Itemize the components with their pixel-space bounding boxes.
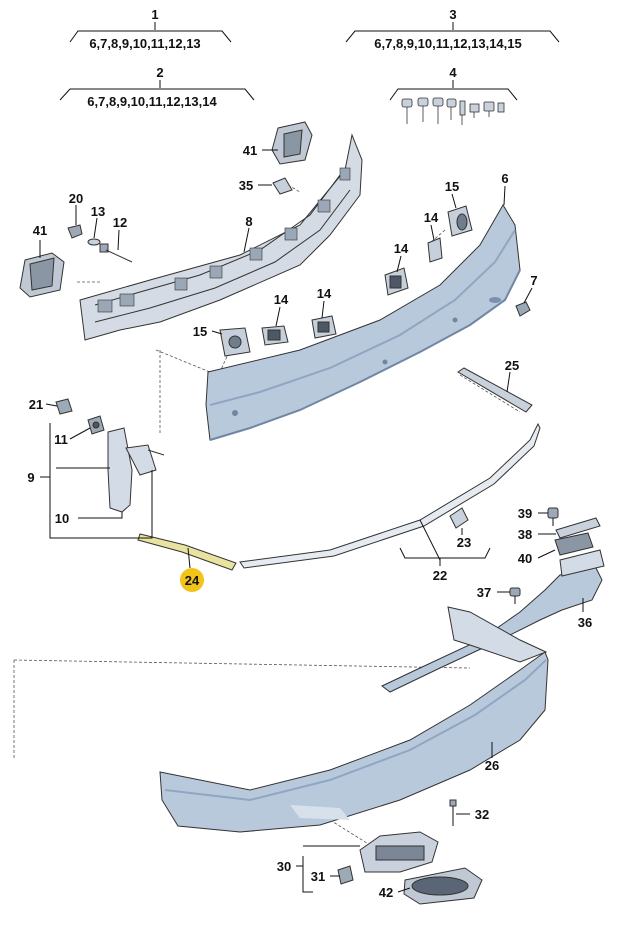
callout-31: 31 <box>311 869 325 884</box>
callout-13: 13 <box>91 204 105 219</box>
callout-24-badge: 24 <box>180 568 204 592</box>
clip-14-b <box>311 315 337 339</box>
callout-7: 7 <box>530 273 537 288</box>
callout-6: 6 <box>501 171 508 186</box>
callout-14: 14 <box>394 241 409 256</box>
callout-9: 9 <box>27 470 34 485</box>
callout-24: 24 <box>185 573 200 588</box>
callout-11: 11 <box>54 432 68 447</box>
clip-14-a <box>261 325 289 346</box>
rear-trim-assembly <box>381 507 605 693</box>
grommet-15-right <box>447 205 473 237</box>
group-refs: 6,7,8,9,10,11,12,13 <box>89 36 200 51</box>
grommet-15-left <box>219 327 251 357</box>
callout-labels: 41 35 8 20 13 12 41 15 14 14 14 14 15 6 … <box>27 143 592 900</box>
callout-12: 12 <box>113 215 127 230</box>
callout-14: 14 <box>274 292 289 307</box>
group-number: 2 <box>156 65 163 80</box>
callout-20: 20 <box>69 191 83 206</box>
group-number: 4 <box>449 65 457 80</box>
impact-bar <box>79 133 363 341</box>
parking-sensor-top <box>271 121 313 165</box>
callout-22: 22 <box>433 568 447 583</box>
callout-41: 41 <box>243 143 257 158</box>
bolt-32 <box>449 799 457 826</box>
washer-13 <box>87 238 101 246</box>
clip-23 <box>449 507 469 529</box>
callout-23: 23 <box>457 535 471 550</box>
callout-32: 32 <box>475 807 489 822</box>
clip-14-c <box>384 267 409 296</box>
bumper-cover-upper <box>205 204 521 441</box>
reflector-7 <box>515 301 531 317</box>
group-header-3: 3 6,7,8,9,10,11,12,13,14,15 <box>345 7 560 51</box>
group-header-2: 2 6,7,8,9,10,11,12,13,14 <box>59 65 255 109</box>
clip-35 <box>272 177 293 195</box>
callout-40: 40 <box>518 551 532 566</box>
group-header-4: 4 <box>389 65 518 101</box>
mount-bracket <box>55 398 165 513</box>
group-refs: 6,7,8,9,10,11,12,13,14 <box>87 94 217 109</box>
trim-strip-22 <box>239 422 541 569</box>
strip-25 <box>457 367 533 413</box>
parking-sensor-left <box>19 252 65 298</box>
group-number: 3 <box>449 7 456 22</box>
callout-35: 35 <box>239 178 253 193</box>
callout-42: 42 <box>379 885 393 900</box>
callout-39: 39 <box>518 506 532 521</box>
callout-14: 14 <box>317 286 332 301</box>
fastener-set <box>401 97 505 125</box>
callout-25: 25 <box>505 358 519 373</box>
callout-8: 8 <box>245 214 252 229</box>
callout-15: 15 <box>193 324 207 339</box>
reflector-strip-24 <box>137 533 237 571</box>
callout-26: 26 <box>485 758 499 773</box>
exhaust-trim <box>337 831 483 905</box>
group-header-1: 1 6,7,8,9,10,11,12,13 <box>69 7 232 51</box>
callout-36: 36 <box>578 615 592 630</box>
callout-30: 30 <box>277 859 291 874</box>
callout-14: 14 <box>424 210 439 225</box>
callout-15-right: 15 <box>445 179 459 194</box>
callout-10: 10 <box>55 511 69 526</box>
group-number: 1 <box>151 7 158 22</box>
nut-20 <box>67 224 83 239</box>
bumper-cover-lower <box>159 606 549 833</box>
clip-14-d <box>427 237 443 263</box>
callout-21: 21 <box>29 397 43 412</box>
leader-lines <box>39 149 584 893</box>
screw-12 <box>99 243 133 263</box>
callout-41-left: 41 <box>33 223 47 238</box>
callout-37: 37 <box>477 585 491 600</box>
assembly-guides <box>13 184 521 846</box>
group-refs: 6,7,8,9,10,11,12,13,14,15 <box>374 36 521 51</box>
callout-38: 38 <box>518 527 532 542</box>
